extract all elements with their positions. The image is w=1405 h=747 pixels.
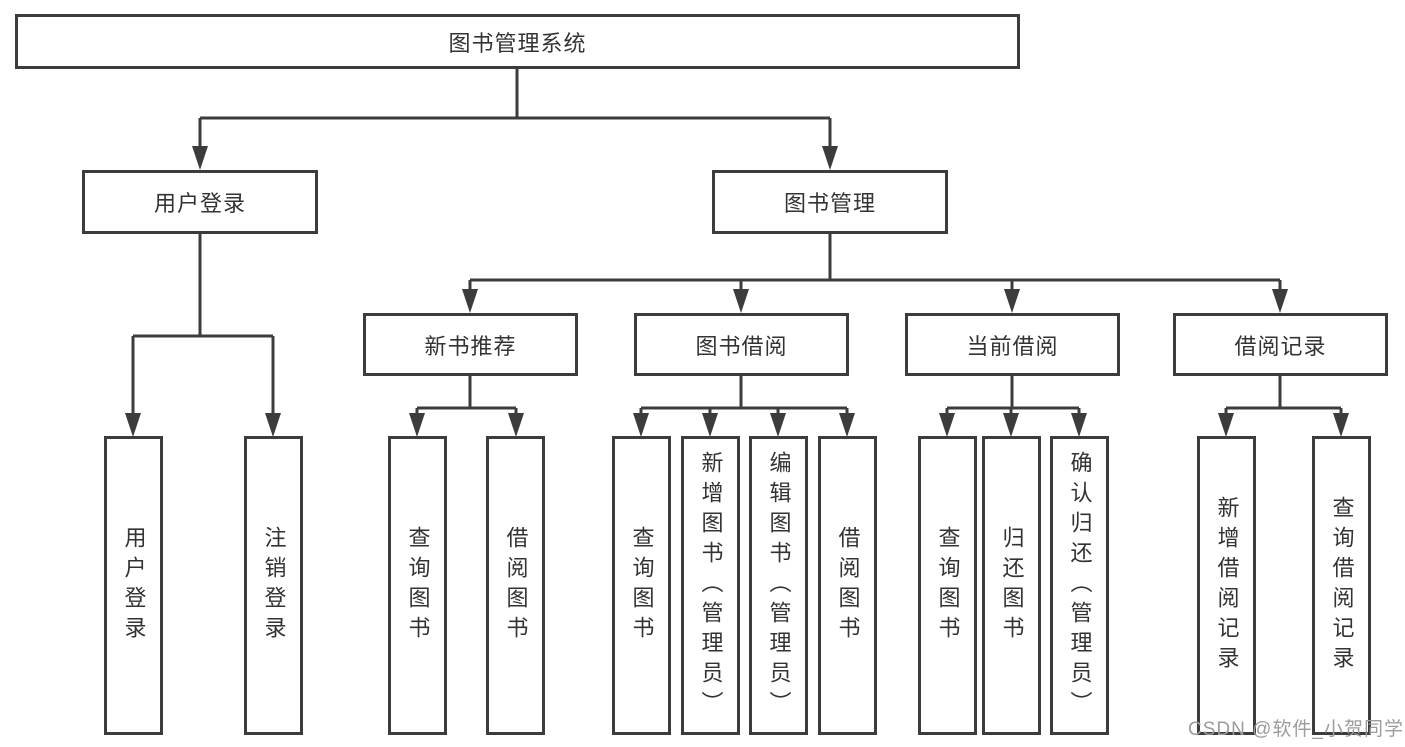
node-borrowing-records: 借阅记录 xyxy=(1173,313,1388,376)
leaf-label: 查询图书 xyxy=(405,525,431,646)
node-book-borrowing: 图书借阅 xyxy=(634,313,849,376)
leaf-label: 新增图书（管理员） xyxy=(698,450,724,721)
leaf-label: 编辑图书（管理员） xyxy=(766,450,792,721)
csdn-watermark: CSDN @软件_小贺同学 xyxy=(1188,719,1404,740)
node-label: 图书借阅 xyxy=(695,333,788,359)
leaf-add-book-admin: 新增图书（管理员） xyxy=(681,436,740,735)
leaf-edit-book-admin: 编辑图书（管理员） xyxy=(749,436,808,735)
leaf-query-books-current: 查询图书 xyxy=(918,436,977,735)
leaf-label: 借阅图书 xyxy=(503,525,529,646)
node-label: 新书推荐 xyxy=(424,333,517,359)
leaf-confirm-return-admin: 确认归还（管理员） xyxy=(1050,436,1109,735)
leaf-add-borrow-record: 新增借阅记录 xyxy=(1197,436,1256,735)
node-library-management-system: 图书管理系统 xyxy=(15,14,1020,69)
node-new-book-recommendation: 新书推荐 xyxy=(363,313,578,376)
leaf-label: 查询借阅记录 xyxy=(1329,495,1355,676)
node-label: 当前借阅 xyxy=(966,333,1059,359)
node-label: 图书管理 xyxy=(783,191,876,216)
leaf-query-borrow-record: 查询借阅记录 xyxy=(1312,436,1371,735)
leaf-query-books-borrowing: 查询图书 xyxy=(612,436,671,735)
leaf-borrow-books-recommend: 借阅图书 xyxy=(486,436,545,735)
leaf-label: 查询图书 xyxy=(935,525,961,646)
node-book-management: 图书管理 xyxy=(712,170,948,234)
leaf-label: 归还图书 xyxy=(999,525,1025,646)
node-label: 图书管理系统 xyxy=(448,30,587,56)
node-label: 借阅记录 xyxy=(1234,333,1327,359)
leaf-label: 注销登录 xyxy=(261,525,287,646)
leaf-borrow-books-borrowing: 借阅图书 xyxy=(818,436,877,735)
node-label: 用户登录 xyxy=(153,191,246,216)
leaf-logout: 注销登录 xyxy=(244,436,303,735)
leaf-label: 查询图书 xyxy=(629,525,655,646)
node-user-login: 用户登录 xyxy=(82,170,318,234)
leaf-user-login: 用户登录 xyxy=(104,436,163,735)
leaf-label: 新增借阅记录 xyxy=(1214,495,1240,676)
node-current-borrowing: 当前借阅 xyxy=(905,313,1120,376)
leaf-label: 确认归还（管理员） xyxy=(1067,450,1093,721)
leaf-label: 用户登录 xyxy=(121,525,147,646)
leaf-query-books-recommend: 查询图书 xyxy=(388,436,447,735)
leaf-label: 借阅图书 xyxy=(835,525,861,646)
leaf-return-book: 归还图书 xyxy=(982,436,1041,735)
